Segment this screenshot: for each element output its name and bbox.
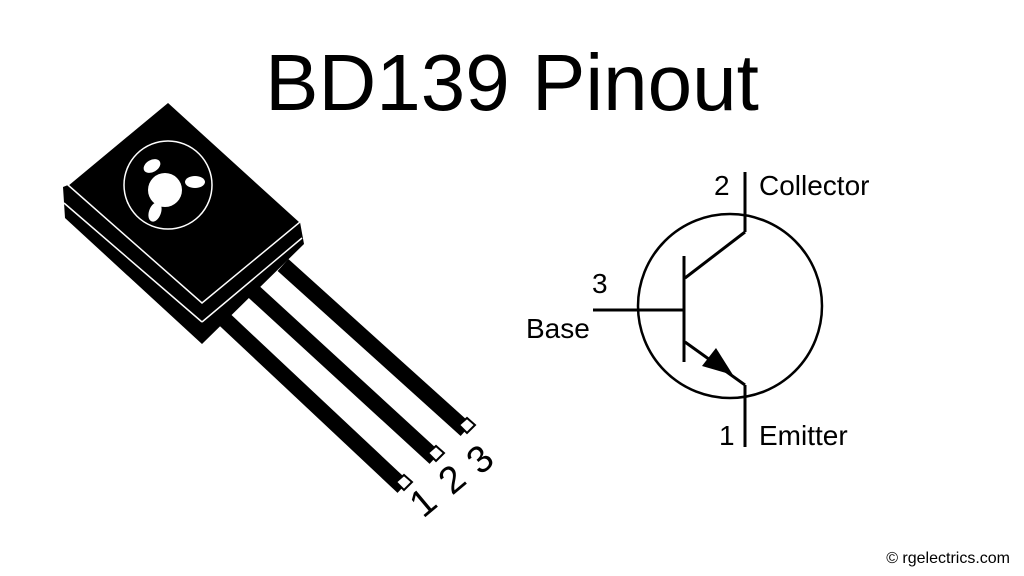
logo-circle-icon [123,140,213,230]
emitter-arrow-icon [702,348,733,375]
collector-pin-number: 2 [714,170,730,201]
emitter-pin-number: 1 [719,420,735,451]
lead-1 [217,311,414,493]
emitter-label: Emitter [759,420,848,451]
lead-2 [247,284,446,464]
manufacturer-logo-icon [143,159,205,222]
npn-transistor-symbol [593,172,824,447]
collector-label: Collector [759,170,870,201]
page-title: BD139 Pinout [265,38,759,127]
copyright-credit: © rgelectrics.com [886,550,1010,567]
transistor-body [63,101,304,344]
base-label: Base [526,313,590,344]
lead-3 [277,258,477,436]
base-pin-number: 3 [592,268,608,299]
